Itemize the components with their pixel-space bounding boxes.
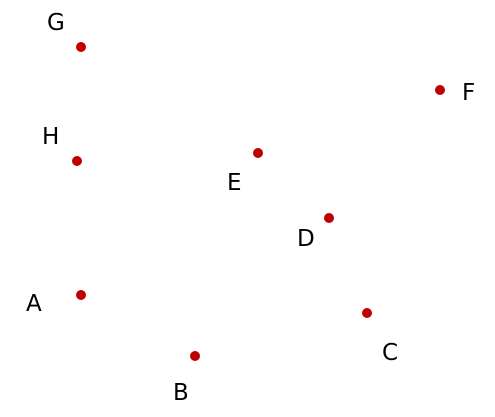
point-G: G bbox=[47, 10, 86, 52]
point-F-label: F bbox=[462, 80, 475, 106]
point-H-label: H bbox=[42, 124, 59, 150]
point-A: A bbox=[26, 290, 86, 317]
point-F-marker bbox=[435, 85, 445, 95]
point-E-marker bbox=[253, 148, 263, 158]
point-H-marker bbox=[72, 156, 82, 166]
point-C-marker bbox=[362, 308, 372, 318]
point-C-label: C bbox=[382, 340, 398, 366]
point-A-label: A bbox=[26, 291, 42, 317]
point-B-marker bbox=[190, 351, 200, 361]
point-H: H bbox=[42, 124, 82, 166]
point-D-marker bbox=[324, 213, 334, 223]
point-E-label: E bbox=[227, 170, 242, 196]
point-E: E bbox=[227, 148, 263, 196]
point-F: F bbox=[435, 80, 475, 106]
point-G-marker bbox=[76, 42, 86, 52]
point-B: B bbox=[173, 351, 200, 406]
point-B-label: B bbox=[173, 380, 189, 406]
point-D-label: D bbox=[297, 226, 315, 252]
point-D: D bbox=[297, 213, 334, 252]
point-C: C bbox=[362, 308, 398, 366]
point-A-marker bbox=[76, 290, 86, 300]
point-G-label: G bbox=[47, 10, 65, 36]
